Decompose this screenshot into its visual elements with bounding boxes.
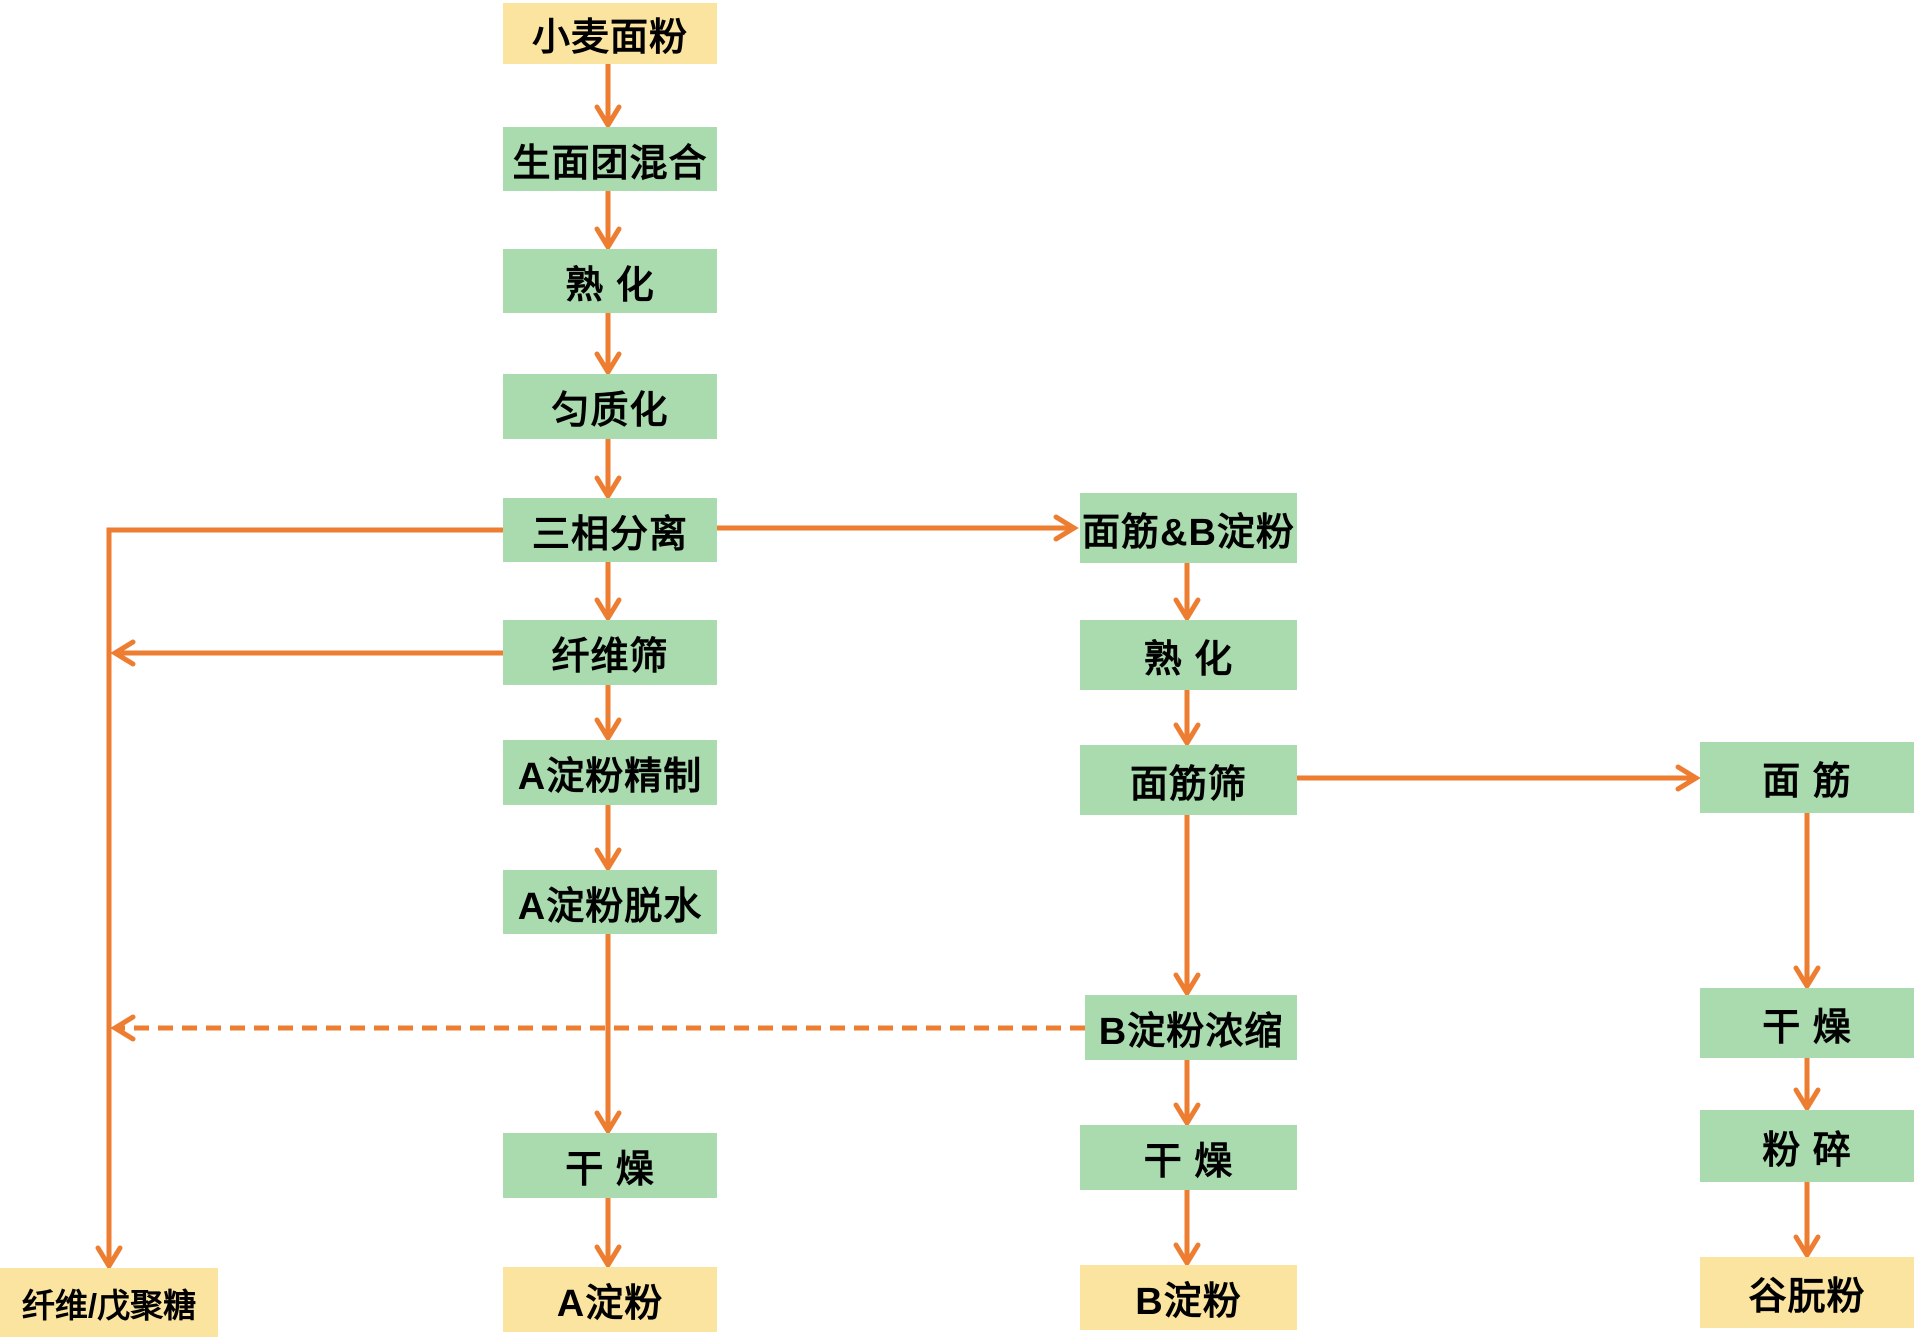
node-gluten-and-b-starch: 面筋&B淀粉 [1080,493,1297,563]
node-maturation-2: 熟 化 [1080,620,1297,690]
edge-three-phase-to-fiber-pentosan [95,527,504,1271]
node-drying-a: 干 燥 [503,1133,717,1198]
node-a-starch-refining: A淀粉精制 [503,740,717,805]
node-gluten-powder: 谷朊粉 [1700,1257,1914,1328]
node-gluten-sieve: 面筋筛 [1080,745,1297,815]
node-a-starch: A淀粉 [503,1267,717,1332]
node-b-starch-concentration: B淀粉浓缩 [1085,995,1297,1060]
node-fiber-sieve: 纤维筛 [503,620,717,685]
node-homogenization: 匀质化 [503,374,717,439]
node-maturation-1: 熟 化 [503,249,717,313]
node-fiber-pentosan: 纤维/戊聚糖 [0,1268,218,1337]
node-three-phase-separation: 三相分离 [503,498,717,562]
node-drying-b: 干 燥 [1080,1125,1297,1190]
node-a-starch-dewatering: A淀粉脱水 [503,870,717,934]
node-b-starch: B淀粉 [1080,1265,1297,1330]
node-drying-gluten: 干 燥 [1700,988,1914,1058]
node-gluten: 面 筋 [1700,742,1914,813]
node-crushing: 粉 碎 [1700,1110,1914,1182]
node-wheat-flour: 小麦面粉 [503,3,717,64]
node-dough-mixing: 生面团混合 [503,127,717,191]
